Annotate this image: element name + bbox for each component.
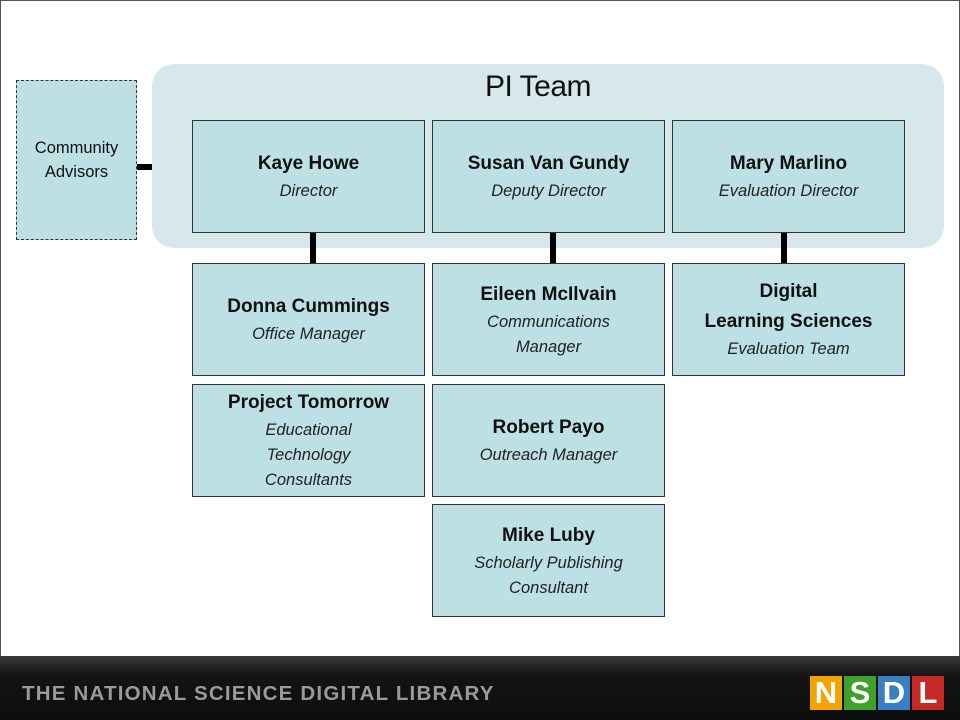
donna-cummings-box: Donna Cummings Office Manager — [192, 263, 425, 376]
susan-van-gundy-box: Susan Van Gundy Deputy Director — [432, 120, 665, 233]
project-tomorrow-box: Project Tomorrow Educational Technology … — [192, 384, 425, 497]
mary-marlino-box: Mary Marlino Evaluation Director — [672, 120, 905, 233]
susan-van-gundy-role: Deputy Director — [491, 182, 606, 200]
robert-payo-box: Robert Payo Outreach Manager — [432, 384, 665, 497]
footer-title: THE NATIONAL SCIENCE DIGITAL LIBRARY — [22, 682, 495, 705]
susan-van-gundy-name: Susan Van Gundy — [467, 153, 630, 174]
robert-payo-name: Robert Payo — [492, 417, 605, 438]
advisors-label-line1: Community — [34, 139, 119, 157]
mike-luby-role-line2: Consultant — [509, 578, 588, 597]
project-tomorrow-role-line1: Educational — [265, 421, 352, 439]
dls-name-line2: Learning Sciences — [704, 311, 873, 332]
mike-luby-box: Mike Luby Scholarly Publishing Consultan… — [432, 504, 665, 617]
mike-luby-role-line1: Scholarly Publishing — [474, 553, 623, 572]
advisors-label-line2: Advisors — [44, 163, 109, 181]
robert-payo-role: Outreach Manager — [479, 446, 618, 464]
mary-marlino-role: Evaluation Director — [718, 182, 859, 200]
dls-role: Evaluation Team — [727, 340, 850, 358]
community-advisors-box: Community Advisors — [16, 80, 137, 240]
donna-cummings-role: Office Manager — [252, 325, 365, 343]
kaye-to-donna-connector — [310, 233, 316, 264]
logo-letter-l: L — [912, 675, 944, 710]
eileen-mcilvain-role-line1: Communications — [487, 312, 610, 331]
nsdl-logo: N S D L — [810, 675, 946, 710]
kaye-howe-role: Director — [279, 182, 338, 200]
dls-name-line1: Digital — [759, 281, 818, 302]
susan-to-eileen-connector — [550, 233, 556, 264]
eileen-mcilvain-box: Eileen McIlvain Communications Manager — [432, 263, 665, 376]
project-tomorrow-name: Project Tomorrow — [227, 392, 390, 413]
footer-bar — [0, 656, 960, 720]
logo-letter-n: N — [810, 675, 842, 710]
advisors-connector — [137, 164, 152, 170]
donna-cummings-name: Donna Cummings — [227, 296, 390, 317]
digital-learning-sciences-box: Digital Learning Sciences Evaluation Tea… — [672, 263, 905, 376]
eileen-mcilvain-role-line2: Manager — [515, 337, 582, 356]
kaye-howe-name: Kaye Howe — [257, 153, 360, 174]
eileen-mcilvain-name: Eileen McIlvain — [480, 283, 617, 305]
mike-luby-name: Mike Luby — [502, 524, 595, 546]
pi-team-title: PI Team — [485, 70, 592, 103]
mary-to-dls-connector — [781, 233, 787, 264]
logo-letter-d: D — [878, 675, 910, 710]
project-tomorrow-role-line3: Consultants — [264, 471, 353, 489]
kaye-howe-box: Kaye Howe Director — [192, 120, 425, 233]
logo-letter-s: S — [844, 675, 876, 710]
project-tomorrow-role-line2: Technology — [266, 446, 351, 464]
mary-marlino-name: Mary Marlino — [729, 153, 848, 174]
